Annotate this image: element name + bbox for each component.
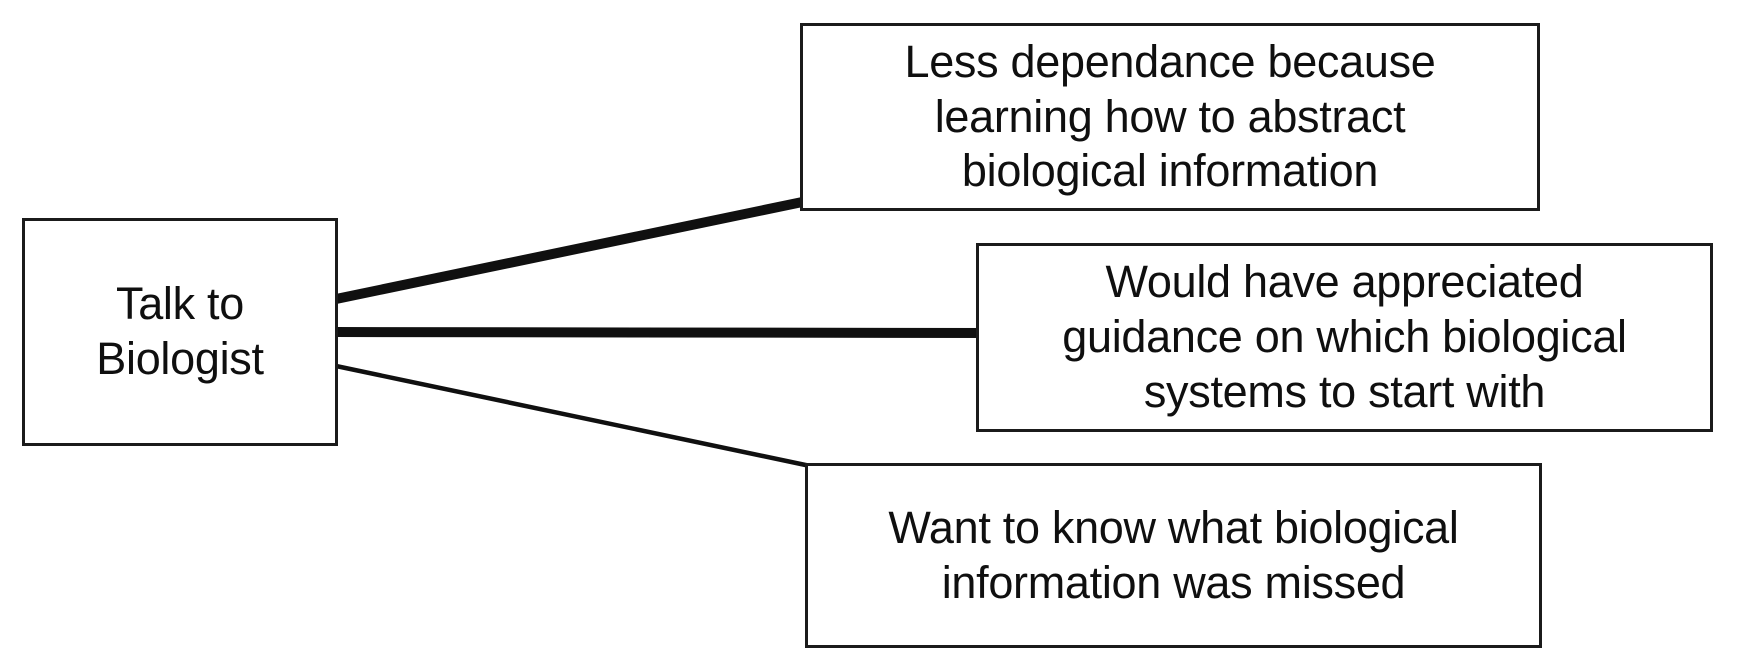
node-talk-to-biologist-label: Talk to Biologist: [96, 278, 264, 384]
node-would-have-appreciated-guidance: Would have appreciated guidance on which…: [976, 243, 1713, 432]
connector-source-to-abstract: [334, 195, 814, 304]
node-would-have-appreciated-guidance-label: Would have appreciated guidance on which…: [1062, 256, 1627, 417]
connector-source-to-missed: [335, 363, 816, 470]
node-want-to-know-missed-info: Want to know what biological information…: [805, 463, 1542, 648]
node-less-dependance-label: Less dependance because learning how to …: [904, 35, 1436, 197]
node-less-dependance: Less dependance because learning how to …: [800, 23, 1540, 211]
connector-source-to-guidance: [335, 327, 991, 338]
node-want-to-know-missed-info-label: Want to know what biological information…: [888, 501, 1459, 608]
node-talk-to-biologist: Talk to Biologist: [22, 218, 338, 446]
